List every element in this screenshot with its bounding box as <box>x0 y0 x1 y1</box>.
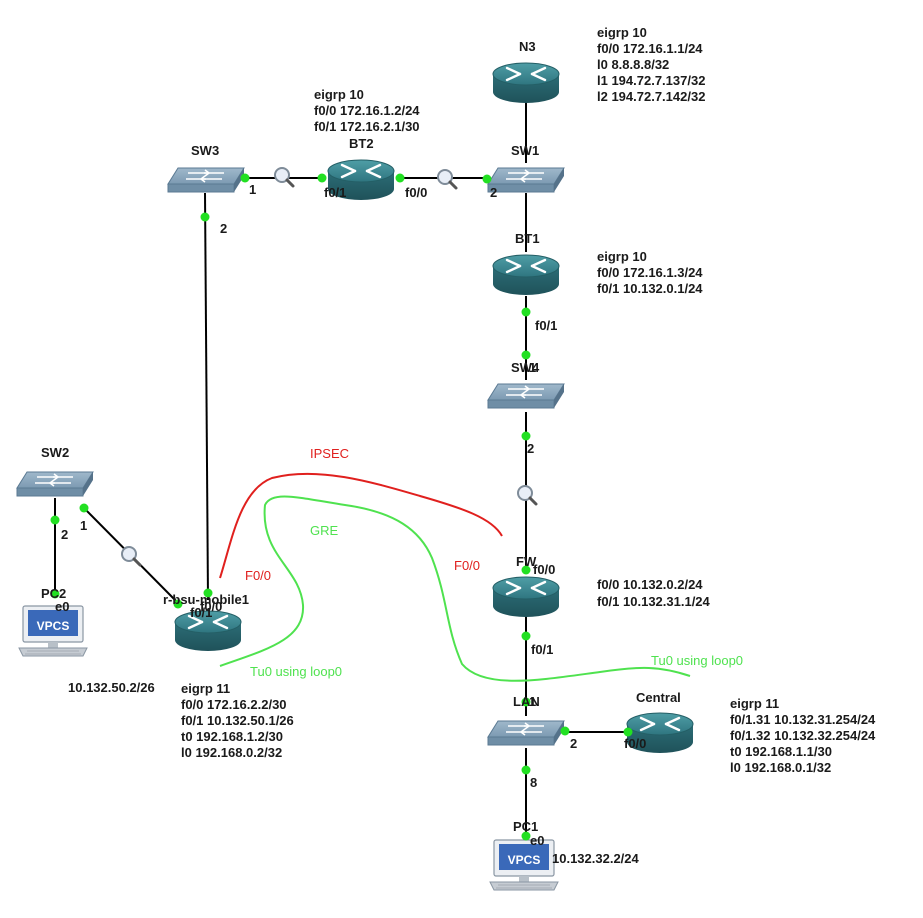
config-line: l2 194.72.7.142/32 <box>597 89 705 104</box>
gre-label: GRE <box>310 523 339 538</box>
config-line: l0 192.168.0.1/32 <box>730 760 831 775</box>
router-icon <box>491 575 561 619</box>
f00-annotation-right: F0/0 <box>454 558 480 573</box>
vpcs-badge: VPCS <box>508 853 541 867</box>
device-label-bt1: BT1 <box>515 231 540 246</box>
switch-icon <box>487 167 565 193</box>
config-line: f0/0 10.132.0.2/24 <box>597 577 703 592</box>
ipsec-label: IPSEC <box>310 446 349 461</box>
config-line: eigrp 11 <box>730 696 779 711</box>
config-n3: eigrp 10 f0/0 172.16.1.1/24 l0 8.8.8.8/3… <box>597 25 705 104</box>
gre-tunnel-curve <box>219 495 691 682</box>
config-line: f0/1 10.132.31.1/24 <box>597 594 711 609</box>
port-label: 1 <box>529 360 536 375</box>
config-line: f0/0 172.16.1.2/24 <box>314 103 420 118</box>
switch-icon <box>16 471 94 497</box>
device-label-pc1: PC1 <box>513 819 538 834</box>
switch-icon <box>167 167 245 193</box>
tu0-annotation-left: Tu0 using loop0 <box>250 664 342 679</box>
config-line: t0 192.168.1.1/30 <box>730 744 832 759</box>
config-line: f0/1 10.132.50.1/26 <box>181 713 294 728</box>
port-label: f0/0 <box>624 736 646 751</box>
config-central: eigrp 11 f0/1.31 10.132.31.254/24 f0/1.3… <box>730 696 876 775</box>
device-label-sw2: SW2 <box>41 445 69 460</box>
port-label: 2 <box>61 527 68 542</box>
port-label: 2 <box>527 441 534 456</box>
tu0-annotation-right: Tu0 using loop0 <box>651 653 743 668</box>
device-label-sw4: SW4 <box>511 360 540 375</box>
config-line: l0 8.8.8.8/32 <box>597 57 669 72</box>
router-icon <box>491 253 561 297</box>
config-line: f0/0 172.16.1.3/24 <box>597 265 703 280</box>
switch-icon <box>487 383 565 409</box>
device-n3[interactable] <box>491 61 561 105</box>
config-bt2: eigrp 10 f0/0 172.16.1.2/24 f0/1 172.16.… <box>314 87 420 134</box>
ipsec-tunnel-curve <box>219 472 503 579</box>
router-icon <box>491 61 561 105</box>
port-label: f0/1 <box>531 642 553 657</box>
device-label-sw3: SW3 <box>191 143 219 158</box>
device-label-lan: LAN <box>513 694 540 709</box>
pc2-ip-label: 10.132.50.2/26 <box>68 680 155 695</box>
device-lan[interactable] <box>487 720 565 746</box>
config-fw: f0/0 10.132.0.2/24 f0/1 10.132.31.1/24 <box>597 577 711 609</box>
port-label: 2 <box>220 221 227 236</box>
port-label: e0 <box>55 599 69 614</box>
config-line: eigrp 10 <box>597 25 647 40</box>
device-label-bt2: BT2 <box>349 136 374 151</box>
port-label: f0/1 <box>324 185 346 200</box>
port-label: f0/0 <box>200 599 222 614</box>
device-fw[interactable] <box>491 575 561 619</box>
port-label: f0/0 <box>533 562 555 577</box>
link-sw3-mobile[interactable] <box>204 192 209 601</box>
config-line: eigrp 11 <box>181 681 230 696</box>
port-label: 2 <box>490 185 497 200</box>
device-bt1[interactable] <box>491 253 561 297</box>
port-label: 1 <box>529 694 536 709</box>
config-line: l1 194.72.7.137/32 <box>597 73 705 88</box>
config-line: f0/0 172.16.1.1/24 <box>597 41 703 56</box>
device-sw3[interactable] <box>167 167 245 193</box>
device-label-mobile: r-bsu-mobile1 <box>163 592 249 607</box>
port-label: 1 <box>249 182 256 197</box>
f00-annotation-left: F0/0 <box>245 568 271 583</box>
device-label-central: Central <box>636 690 681 705</box>
port-label: 8 <box>530 775 537 790</box>
port-label: 1 <box>80 518 87 533</box>
config-line: f0/1 172.16.2.1/30 <box>314 119 420 134</box>
port-label: 2 <box>570 736 577 751</box>
pc1-ip-label: 10.132.32.2/24 <box>552 851 640 866</box>
port-label: e0 <box>530 833 544 848</box>
device-pc1[interactable]: VPCS <box>489 839 559 891</box>
device-sw4[interactable] <box>487 383 565 409</box>
port-label: f0/0 <box>405 185 427 200</box>
device-label-sw1: SW1 <box>511 143 539 158</box>
port-dots <box>50 173 633 841</box>
port-label: f0/1 <box>535 318 557 333</box>
vpcs-badge: VPCS <box>37 619 70 633</box>
device-sw2[interactable] <box>16 471 94 497</box>
config-line: f0/1.31 10.132.31.254/24 <box>730 712 876 727</box>
config-line: f0/1 10.132.0.1/24 <box>597 281 703 296</box>
device-label-fw: FW <box>516 554 537 569</box>
switch-icon <box>487 720 565 746</box>
config-line: eigrp 10 <box>314 87 364 102</box>
config-line: t0 192.168.1.2/30 <box>181 729 283 744</box>
device-sw1[interactable] <box>487 167 565 193</box>
config-bt1: eigrp 10 f0/0 172.16.1.3/24 f0/1 10.132.… <box>597 249 703 296</box>
config-line: f0/1.32 10.132.32.254/24 <box>730 728 876 743</box>
config-line: eigrp 10 <box>597 249 647 264</box>
device-label-n3: N3 <box>519 39 536 54</box>
port-label: f0/1 <box>190 605 212 620</box>
device-pc2[interactable]: VPCS <box>18 605 88 657</box>
config-mobile: eigrp 11 f0/0 172.16.2.2/30 f0/1 10.132.… <box>181 681 294 760</box>
device-label-pc2: PC2 <box>41 586 66 601</box>
capture-icon-sw2-mobile[interactable] <box>120 545 142 567</box>
config-line: l0 192.168.0.2/32 <box>181 745 282 760</box>
config-line: f0/0 172.16.2.2/30 <box>181 697 287 712</box>
